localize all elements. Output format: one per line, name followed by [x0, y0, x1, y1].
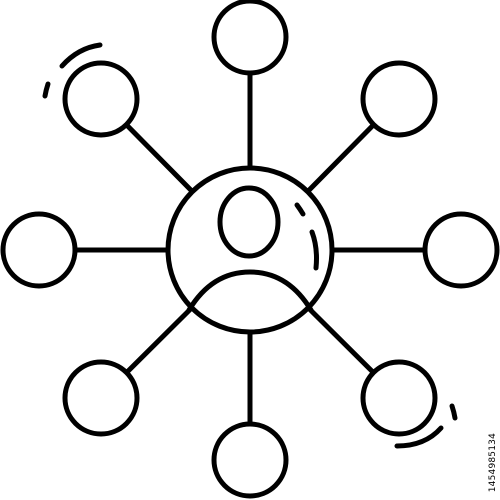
satellite-node-bottom-left: [62, 359, 140, 437]
connector-bottom-left: [124, 305, 195, 376]
satellite-node-left: [0, 211, 78, 289]
connector-lines: [72, 70, 428, 427]
person-icon: [186, 185, 314, 313]
hub-highlight-long: [309, 229, 319, 271]
hub-circle: [165, 165, 335, 335]
motion-marks: [42, 42, 458, 449]
connector-top-right: [305, 122, 377, 195]
connector-top-left: [123, 122, 195, 195]
satellite-node-bottom-right: [360, 359, 438, 437]
satellite-node-bottom: [211, 421, 289, 499]
satellite-node-top: [211, 0, 289, 76]
satellite-node-right: [422, 211, 500, 289]
hub-highlight-short: [294, 202, 306, 217]
person-head: [217, 185, 281, 259]
motion-arc-top-left: [59, 42, 103, 69]
satellite-node-top-right: [360, 60, 438, 138]
satellite-node-top-left: [62, 60, 140, 138]
motion-dash-bottom-right: [449, 403, 458, 421]
motion-dash-top-left: [42, 81, 51, 99]
connector-bottom-right: [305, 305, 376, 376]
motion-arc-bottom-right: [394, 425, 444, 449]
stock-id-label: 1454985134: [488, 432, 498, 492]
person-shoulders: [186, 269, 314, 313]
hub-node: [165, 165, 335, 335]
